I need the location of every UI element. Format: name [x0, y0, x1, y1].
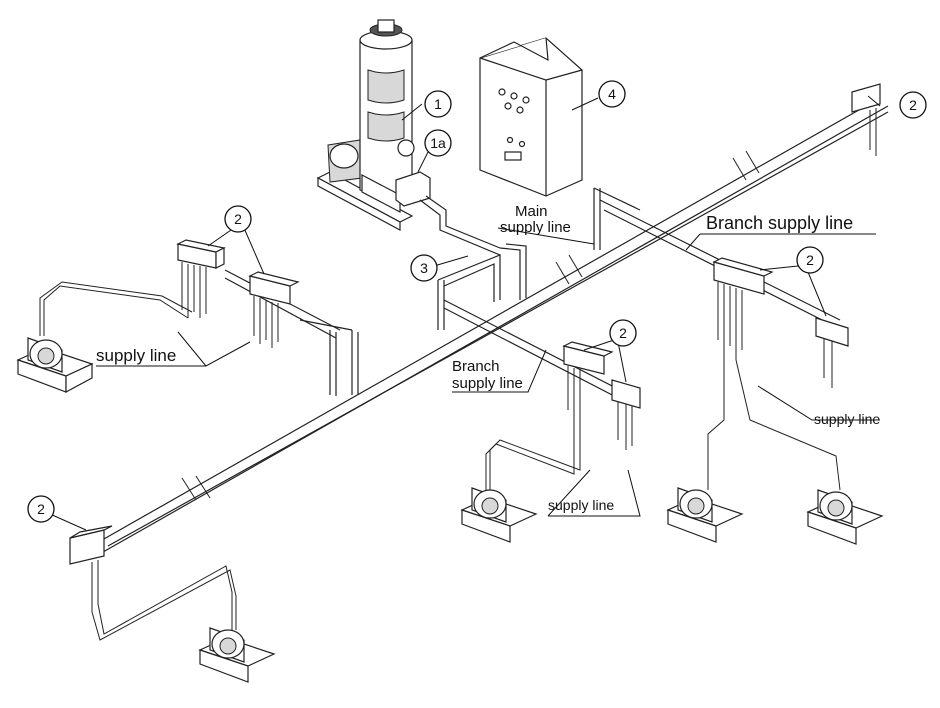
callout-divider-center: 2: [609, 319, 637, 347]
main-supply-label-2: supply line: [500, 219, 571, 236]
callout-pump-valve: 1a: [424, 129, 452, 157]
supply-line-bottom-label: supply line: [548, 497, 614, 513]
branch-supply-center-label-1: Branch: [452, 358, 500, 375]
callout-divider-top-right: 2: [899, 91, 927, 119]
divider-valve-top-right: [851, 83, 881, 156]
svg-text:2: 2: [806, 252, 814, 268]
bearing-right-1: [666, 487, 744, 543]
divider-valve-top-left: [176, 239, 226, 318]
supply-line-right-label: supply line: [814, 411, 880, 427]
svg-text:3: 3: [420, 260, 428, 276]
svg-text:2: 2: [234, 211, 242, 227]
bearing-center: [460, 487, 538, 543]
callout-fitting: 3: [410, 254, 438, 282]
callout-control-panel: 4: [598, 80, 626, 108]
svg-text:2: 2: [619, 325, 627, 341]
svg-text:2: 2: [37, 501, 45, 517]
divider-valve-bottom-left: [69, 525, 113, 612]
divider-valve-center: [562, 341, 641, 450]
pump-unit: [316, 19, 527, 300]
callout-divider-bottom-left: 2: [27, 495, 55, 523]
branch-pipe-left: [224, 269, 359, 396]
callout-divider-top-left: 2: [224, 205, 252, 233]
divider-valve-top-left-2: [248, 271, 300, 348]
svg-text:1a: 1a: [430, 135, 446, 151]
branch-supply-center-label-2: supply line: [452, 375, 523, 392]
callout-divider-right-upper: 2: [796, 246, 824, 274]
svg-text:1: 1: [434, 96, 442, 112]
callout-pump: 1: [424, 90, 452, 118]
main-pipe: [87, 97, 889, 557]
main-supply-label-1: Main: [515, 203, 548, 220]
bearing-right-2: [806, 489, 884, 545]
branch-supply-right-label: Branch supply line: [706, 213, 853, 233]
svg-text:2: 2: [909, 97, 917, 113]
control-panel: [479, 37, 583, 197]
bearing-bottom: [198, 627, 276, 683]
svg-text:4: 4: [608, 86, 616, 102]
supply-line-left-label: supply line: [96, 346, 176, 365]
supply-tubing: [39, 281, 841, 641]
bearing-left: [16, 337, 94, 394]
leader-lines: [49, 95, 881, 531]
divider-valve-right: [712, 257, 849, 388]
